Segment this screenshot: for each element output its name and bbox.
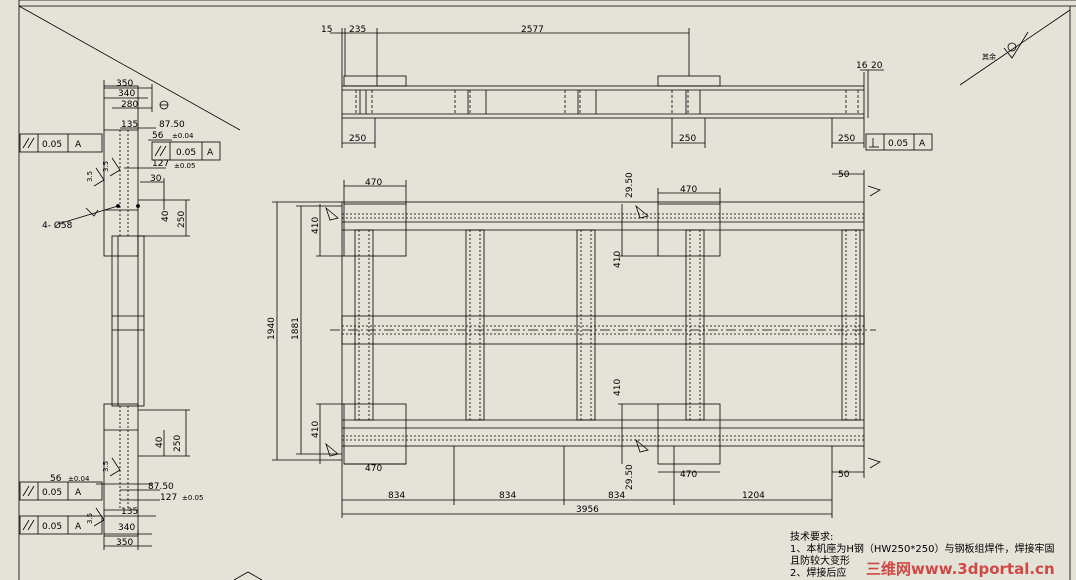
dim-50-bot: 50 <box>838 470 850 480</box>
tech-req-line3: 2、焊接后应 <box>790 566 846 579</box>
top-elevation-view <box>330 28 933 151</box>
dim-340-top: 340 <box>118 89 135 99</box>
dim-29-50-top: 29.50 <box>625 172 635 198</box>
dim-1940: 1940 <box>267 317 277 340</box>
dim-127-bot: 127 <box>160 493 177 503</box>
dim-56-bot: 56 <box>50 474 62 484</box>
dim-280: 280 <box>121 100 138 110</box>
dim-50-top: 50 <box>838 170 850 180</box>
tol-value-left-4: 0.05 <box>42 522 62 532</box>
watermark-logo: 三维网www.3dportal.cn <box>866 560 1055 578</box>
dim-56-top: 56 <box>152 131 164 141</box>
tol-value-top: 0.05 <box>888 139 908 149</box>
dim-250-mid: 250 <box>679 134 696 144</box>
tol-datum-left-3: A <box>75 488 82 498</box>
roughness-note: 其余 <box>982 52 996 61</box>
tech-req-title: 技术要求: <box>790 530 833 543</box>
dim-40-bot: 40 <box>155 436 165 448</box>
tol-value-left-2: 0.05 <box>176 148 196 158</box>
tol-005-bot: ±0.05 <box>182 494 203 502</box>
dim-470-bl: 470 <box>365 464 382 474</box>
tol-datum-left-2: A <box>207 148 214 158</box>
dim-470-br: 470 <box>680 470 697 480</box>
dim-410-tr: 410 <box>613 251 623 268</box>
dim-135-top: 135 <box>121 120 138 130</box>
tol-datum-left-4: A <box>75 522 82 532</box>
dim-20: 20 <box>871 61 883 71</box>
dim-2577: 2577 <box>521 25 544 35</box>
dim-1204: 1204 <box>742 491 765 501</box>
tol-value-left-3: 0.05 <box>42 488 62 498</box>
weld-size-4: 3.5 <box>86 513 94 524</box>
plan-view <box>272 170 881 518</box>
holes-4-dia58: 4- Ø58 <box>42 220 73 231</box>
dim-350-bot: 350 <box>116 538 133 548</box>
tol-005-top: ±0.05 <box>174 162 195 170</box>
dim-87-50-top: 87.50 <box>159 120 185 130</box>
tol-value-left-1: 0.05 <box>42 140 62 150</box>
dim-1881: 1881 <box>291 317 301 340</box>
dim-470-tr: 470 <box>680 185 697 195</box>
datum-triangle-icon <box>233 571 263 580</box>
roughness-symbol-icon <box>1003 31 1029 59</box>
dim-410-br: 410 <box>613 379 623 396</box>
dim-250-top: 250 <box>177 211 187 228</box>
dim-3956: 3956 <box>576 505 599 515</box>
dim-834-2: 834 <box>499 491 516 501</box>
dim-127-top: 127 <box>152 159 169 169</box>
tech-req-line2: 且防较大变形 <box>790 554 850 567</box>
dim-410-bl: 410 <box>311 421 321 438</box>
sheet-border <box>18 0 1076 580</box>
weld-size-3: 3.5 <box>102 461 110 472</box>
dim-87-50-bot: 87.50 <box>148 482 174 492</box>
weld-size-2: 3.5 <box>102 161 110 172</box>
dim-250-left: 250 <box>349 134 366 144</box>
dim-834-3: 834 <box>608 491 625 501</box>
dim-834-1: 834 <box>388 491 405 501</box>
dim-350-top: 350 <box>116 79 133 89</box>
dim-235: 235 <box>349 25 366 35</box>
dim-16: 16 <box>856 61 868 71</box>
dim-40-top: 40 <box>161 210 171 222</box>
dim-250-right: 250 <box>838 134 855 144</box>
dim-135-bot: 135 <box>121 507 138 517</box>
tech-req-line1: 1、本机座为H钢（HW250*250）与钢板组焊件，焊接牢固 <box>790 542 1054 555</box>
weld-size-1: 3.5 <box>86 171 94 182</box>
dim-15: 15 <box>321 25 332 35</box>
dim-250-bot: 250 <box>173 435 183 452</box>
tol-datum-top: A <box>919 139 926 149</box>
tol-datum-left-1: A <box>75 140 82 150</box>
dim-30: 30 <box>150 174 162 184</box>
tol-004-top: ±0.04 <box>172 132 194 140</box>
side-view <box>19 80 221 550</box>
dim-29-50-bot: 29.50 <box>625 464 635 490</box>
dim-470-tl: 470 <box>365 178 382 188</box>
dim-410-tl: 410 <box>311 217 321 234</box>
tol-004-bot: ±0.04 <box>68 475 90 483</box>
dim-340-bot: 340 <box>118 523 135 533</box>
